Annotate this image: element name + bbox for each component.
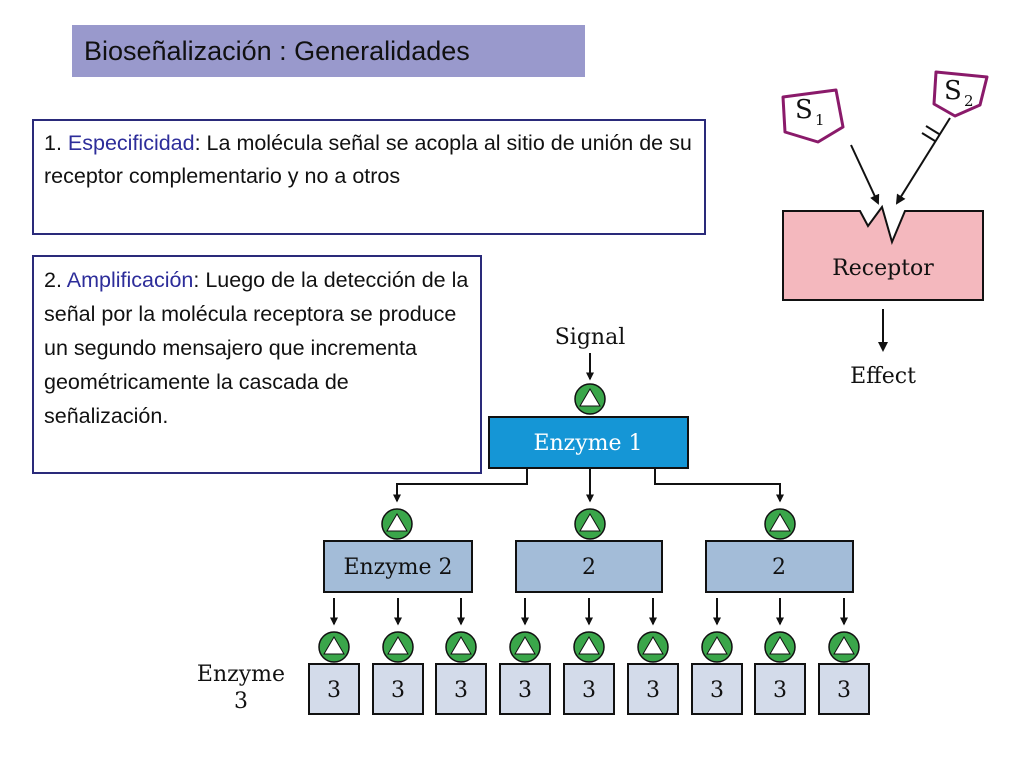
activator-icon (573, 631, 605, 663)
amplification-text: : Luego de la detección de la señal por … (44, 268, 469, 428)
enzyme-3-box (563, 663, 615, 715)
enzyme-2-box (705, 540, 854, 593)
specificity-text: : La molécula señal se acopla al sitio d… (44, 131, 692, 188)
activator-icon (445, 631, 477, 663)
enzyme-3-label: 3 (518, 678, 532, 703)
slide-title: Bioseñalización : Generalidades (72, 25, 585, 77)
enzyme-3-box (499, 663, 551, 715)
activator-icon (764, 508, 796, 540)
enzyme-3-box (691, 663, 743, 715)
enzyme-3-label: 3 (646, 678, 660, 703)
blocked-mark (921, 125, 940, 142)
enzyme-2-box (515, 540, 663, 593)
enzyme-3-box (627, 663, 679, 715)
enzyme-3-row: 3 3 3 3 3 3 3 3 3 (308, 663, 870, 715)
enzyme-3-box (372, 663, 424, 715)
enzyme-3-side-label: Enzyme (197, 662, 285, 687)
enzyme-3-label: 3 (391, 678, 405, 703)
activator-icon (701, 631, 733, 663)
enzyme-3-box (435, 663, 487, 715)
ligand-s1: S 1 (781, 88, 845, 144)
enzyme-3-box (308, 663, 360, 715)
enzyme-3-label: 3 (454, 678, 468, 703)
activator-icon (381, 508, 413, 540)
activator-icon (828, 631, 860, 663)
specificity-keyword: Especificidad (67, 131, 195, 155)
point-number: 2. (44, 268, 62, 292)
activator-icon (574, 508, 606, 540)
specificity-box: 1. Especificidad: La molécula señal se a… (32, 119, 706, 235)
enzyme-3-label: 3 (710, 678, 724, 703)
enzyme-2-label: 2 (772, 555, 786, 580)
ligand-s2-label: S (944, 76, 962, 106)
activator-icon (764, 631, 796, 663)
activator-icon (574, 383, 606, 415)
enzyme1-outputs (393, 469, 784, 503)
ligand-s2-subscript: 2 (964, 92, 974, 110)
enzyme-3-label: 3 (773, 678, 787, 703)
activator-group (318, 383, 860, 663)
enzyme-2-row: Enzyme 2 2 2 (323, 540, 854, 593)
effect-label: Effect (850, 364, 916, 389)
activator-icon (382, 631, 414, 663)
receptor-shape (782, 204, 984, 301)
enzyme-1-label: Enzyme 1 (533, 431, 642, 456)
s1-binding-arrow (850, 144, 880, 205)
enzyme2-outputs (330, 598, 848, 626)
enzyme-2-box (323, 540, 473, 593)
activator-icon (509, 631, 541, 663)
amplification-keyword: Amplificación (66, 268, 194, 292)
enzyme-3-label: 3 (327, 678, 341, 703)
ligand-s1-label: S (795, 95, 813, 125)
enzyme-2-label: 2 (582, 555, 596, 580)
ligand-s1-subscript: 1 (815, 111, 825, 129)
point-number: 1. (44, 131, 62, 155)
ligand-s2: S 2 (932, 70, 989, 118)
slide-title-text: Bioseñalización : Generalidades (84, 35, 470, 66)
s2-blocked-arrow (895, 117, 951, 205)
amplification-box: 2. Amplificación: Luego de la detección … (32, 255, 482, 474)
enzyme-3-label: 3 (582, 678, 596, 703)
receptor-label: Receptor (832, 256, 934, 281)
enzyme-3-box (818, 663, 870, 715)
enzyme-3-label: 3 (837, 678, 851, 703)
enzyme-2-label: Enzyme 2 (343, 555, 452, 580)
signal-label: Signal (555, 325, 626, 350)
enzyme-3-box (754, 663, 806, 715)
activator-icon (318, 631, 350, 663)
activator-icon (637, 631, 669, 663)
enzyme-1-box (488, 416, 689, 469)
enzyme-3-side-label: 3 (234, 689, 248, 714)
